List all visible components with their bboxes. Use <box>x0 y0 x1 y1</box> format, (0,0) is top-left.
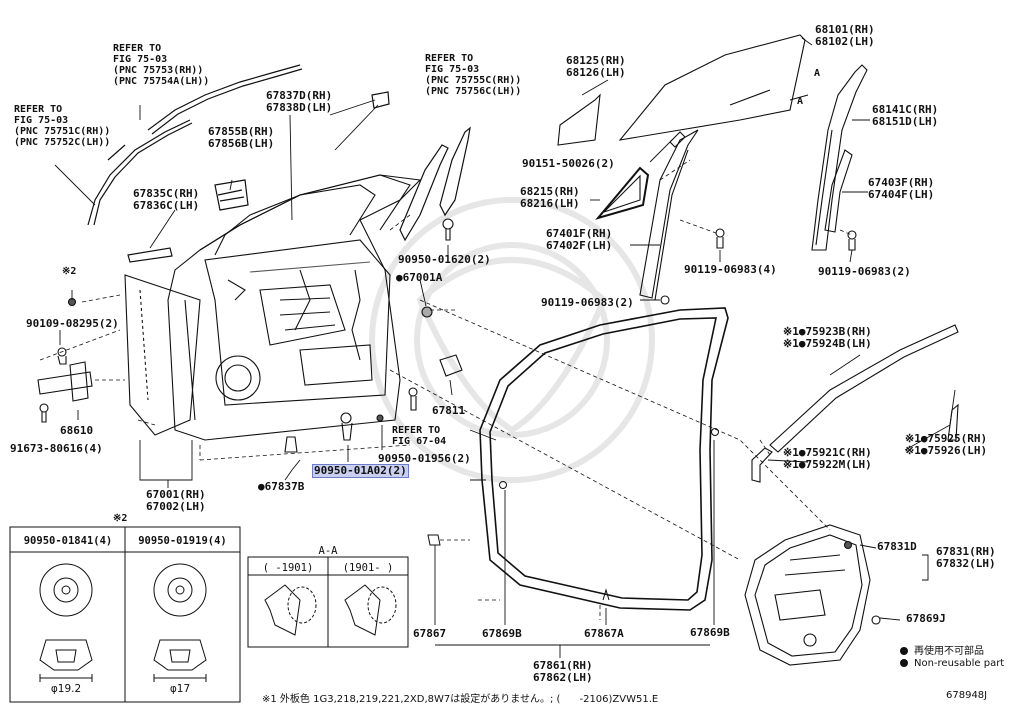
part-label-75925[interactable]: ※1●75925(RH) ※1●75926(LH) <box>905 432 988 457</box>
part-label-67831[interactable]: 67831(RH) 67832(LH) <box>936 545 996 570</box>
part-label-67001[interactable]: 67001(RH) 67002(LH) <box>146 488 206 513</box>
leader-lines <box>54 37 956 658</box>
molding-strips <box>87 64 471 263</box>
weatherstrip <box>427 307 729 611</box>
part-label-67867[interactable]: 67867 <box>413 627 447 640</box>
note-mark-2-box: ※2 <box>113 513 128 524</box>
part-label-68101[interactable]: 68101(RH) 68102(LH) <box>815 23 875 48</box>
legend-text-en: Non-reusable part <box>914 658 1005 669</box>
part-label-68141c[interactable]: 68141C(RH) 68151D(LH) <box>872 103 939 128</box>
watermark-emblem <box>369 197 655 483</box>
figure-code: 678948J <box>946 690 988 701</box>
legend-text-jp: 再使用不可部品 <box>914 646 984 657</box>
part-label-67855b[interactable]: 67855B(RH) 67856B(LH) <box>208 125 275 150</box>
clip-box-title-90950-01841[interactable]: 90950-01841(4) <box>23 535 113 547</box>
clip-detail-boxes <box>9 526 241 703</box>
part-label-90950-01620[interactable]: 90950-01620(2) <box>398 253 491 266</box>
section-mark-a-lower: A <box>797 96 804 107</box>
part-label-90109-08295[interactable]: 90109-08295(2) <box>26 317 119 330</box>
section-aa-box <box>247 556 409 648</box>
footnote: ※1 外板色 1G3,218,219,221,2XD,8W7は設定がありません。… <box>262 694 659 705</box>
clip-box-title-90950-01919[interactable]: 90950-01919(4) <box>138 535 227 547</box>
moulding-drawings <box>751 324 959 483</box>
part-label-67831d[interactable]: 67831D <box>877 540 917 553</box>
legend-dot-icon <box>900 647 908 655</box>
refer-fig-75-03-mid-note: REFER TO FIG 75-03 (PNC 75755C(RH)) (PNC… <box>425 53 522 97</box>
part-label-67837b[interactable]: ●67837B <box>258 480 305 493</box>
part-label-90119-06983-2-right[interactable]: 90119-06983(2) <box>818 265 911 278</box>
part-label-90119-06983-4[interactable]: 90119-06983(4) <box>684 263 777 276</box>
part-label-67869j[interactable]: 67869J <box>906 612 946 625</box>
door-check-and-fasteners <box>37 218 463 453</box>
door-shell-drawing <box>124 174 422 441</box>
part-label-90119-06983-2-left[interactable]: 90119-06983(2) <box>541 296 634 309</box>
part-label-68215[interactable]: 68215(RH) 68216(LH) <box>520 185 580 210</box>
part-label-67835c[interactable]: 67835C(RH) 67836C(LH) <box>133 187 200 212</box>
part-label-67867a[interactable]: 67867A <box>584 627 624 640</box>
part-label-67837d[interactable]: 67837D(RH) 67838D(LH) <box>266 89 333 114</box>
section-aa-title: A-A <box>318 545 338 557</box>
part-label-67001a[interactable]: ●67001A <box>396 271 443 284</box>
part-label-75921c[interactable]: ※1●75921C(RH) ※1●75922M(LH) <box>783 446 872 471</box>
section-aa-column-post-1901: (1901- ) <box>342 562 394 574</box>
part-label-75923b[interactable]: ※1●75923B(RH) ※1●75924B(LH) <box>783 325 872 350</box>
door-trim-panel <box>744 524 881 666</box>
clip-dimension-19-2: φ19.2 <box>50 683 82 695</box>
section-mark-a-upper: A <box>814 68 821 79</box>
refer-fig-67-04-note: REFER TO FIG 67-04 <box>392 425 447 447</box>
refer-fig-75-03-top-note: REFER TO FIG 75-03 (PNC 75753(RH)) (PNC … <box>113 43 210 87</box>
refer-fig-75-03-left-note: REFER TO FIG 75-03 (PNC 75751C(RH)) (PNC… <box>14 104 111 148</box>
part-label-90950-01a02-highlighted[interactable]: 90950-01A02(2) <box>312 464 409 478</box>
section-aa-column-pre-1901: ( -1901) <box>262 562 314 574</box>
part-label-90151-50026[interactable]: 90151-50026(2) <box>522 157 615 170</box>
part-label-67861[interactable]: 67861(RH) 67862(LH) <box>533 659 593 684</box>
legend-dot-icon <box>900 659 908 667</box>
legend-non-reusable-jp: 再使用不可部品 <box>900 642 984 657</box>
dashed-leader-lines <box>39 159 853 620</box>
note-mark-2-top: ※2 <box>62 266 77 277</box>
part-label-68125[interactable]: 68125(RH) 68126(LH) <box>566 54 626 79</box>
part-label-90950-01956[interactable]: 90950-01956(2) <box>378 452 471 465</box>
clip-dimension-17: φ17 <box>169 683 191 695</box>
part-label-67811[interactable]: 67811 <box>432 404 466 417</box>
part-label-67401f[interactable]: 67401F(RH) 67402F(LH) <box>546 227 613 252</box>
part-label-91673-80616[interactable]: 91673-80616(4) <box>10 442 103 455</box>
part-label-67869b-right[interactable]: 67869B <box>690 626 730 639</box>
part-label-68610[interactable]: 68610 <box>60 424 94 437</box>
part-label-67869b-left[interactable]: 67869B <box>482 627 522 640</box>
part-label-67403f[interactable]: 67403F(RH) 67404F(LH) <box>868 176 935 201</box>
legend-non-reusable-en: Non-reusable part <box>900 658 1004 669</box>
